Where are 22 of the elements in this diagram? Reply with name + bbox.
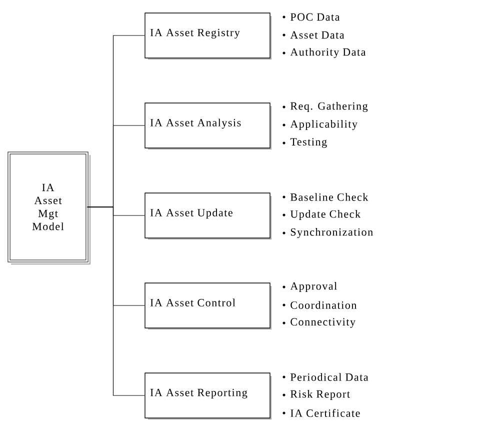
bullet-item: Connectivity bbox=[282, 318, 356, 328]
bullet-item: Baseline Check bbox=[282, 193, 368, 201]
bullet-item: Applicability bbox=[282, 120, 358, 130]
bullet-item: IA Certificate bbox=[282, 409, 360, 417]
process-box: IA Asset Analysis bbox=[144, 102, 272, 150]
bullet-item: Update Check bbox=[282, 210, 361, 220]
bullet-item: Authority Data bbox=[282, 48, 366, 58]
bullet-item: Risk Report bbox=[282, 390, 350, 400]
bullet-item: Asset Data bbox=[282, 31, 344, 39]
bullet-item: Coordination bbox=[282, 301, 357, 309]
model-box: IA Asset Mgt Model bbox=[8, 152, 90, 264]
process-box: IA Asset Reporting bbox=[144, 372, 272, 420]
bullet-item: Testing bbox=[282, 138, 327, 148]
bullet-item: Synchronization bbox=[282, 228, 373, 238]
bullet-item: Periodical Data bbox=[282, 373, 368, 381]
bullet-item: Req. Gathering bbox=[282, 102, 368, 112]
process-box: IA Asset Registry bbox=[144, 12, 272, 60]
bullet-item: Approval bbox=[282, 282, 337, 292]
connector-line bbox=[86, 206, 145, 396]
process-box: IA Asset Control bbox=[144, 282, 272, 330]
process-box: IA Asset Update bbox=[144, 192, 272, 240]
bullet-item: POC Data bbox=[282, 13, 340, 21]
